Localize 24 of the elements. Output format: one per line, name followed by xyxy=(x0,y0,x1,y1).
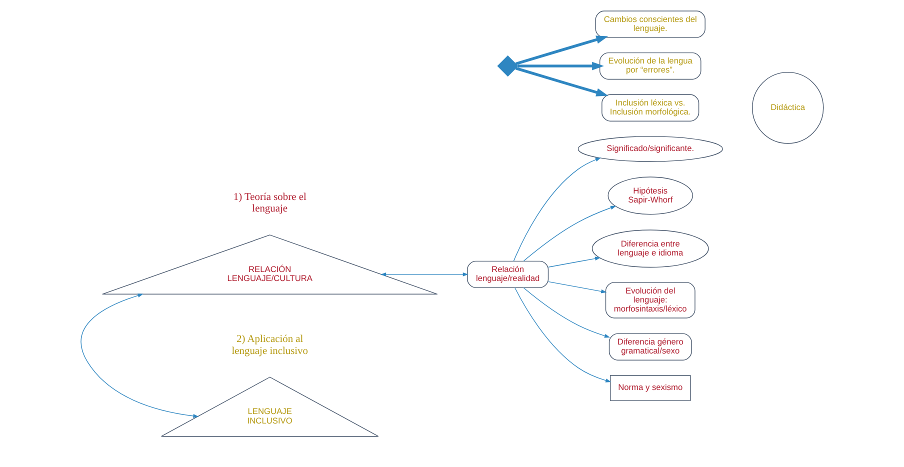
node-box: Evolución del lenguaje: morfosintaxis/léxico xyxy=(605,282,696,318)
node-box: Cambios conscientes del lenguaje. xyxy=(595,10,706,38)
arrow xyxy=(515,66,608,96)
node-circle: Didáctica xyxy=(752,72,824,144)
arrow xyxy=(80,294,199,418)
node-arrow xyxy=(497,55,518,77)
node-ellipse: Diferencia entre lenguaje e idioma xyxy=(592,230,709,268)
label: 1) Teoría sobre el lenguaje xyxy=(233,192,306,215)
arrow xyxy=(518,62,604,70)
arrow xyxy=(515,36,608,66)
arrow xyxy=(514,287,612,382)
arrow xyxy=(380,272,468,276)
node-box: Inclusión léxica vs. Inclusión morfológica. xyxy=(602,94,700,122)
arrow xyxy=(548,256,601,268)
node-box: Evolución de la lengua por “errores”. xyxy=(600,52,702,80)
node-box: Norma y sexismo xyxy=(610,375,691,401)
arrow xyxy=(523,206,616,262)
arrow xyxy=(523,287,610,338)
node-box: Diferencia género gramatical/sexo xyxy=(608,333,692,360)
arrow xyxy=(513,158,602,262)
label: 2) Aplicación al lenguaje inclusivo xyxy=(232,334,308,357)
node-box: Relación lenguaje/realidad xyxy=(467,260,549,288)
node-ellipse: Hipótesis Sapir-Whorf xyxy=(608,176,693,215)
arrow xyxy=(548,281,607,294)
